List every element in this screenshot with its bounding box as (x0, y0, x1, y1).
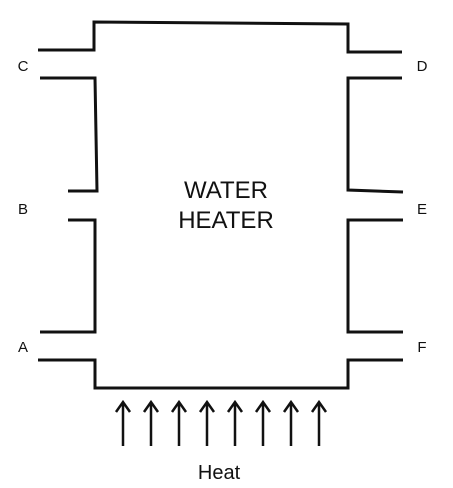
heat-arrow-icon (226, 399, 244, 446)
tank-outline (38, 20, 404, 390)
port-label-a: A (18, 339, 28, 356)
port-label-e: E (417, 201, 427, 218)
heat-arrows (114, 399, 328, 446)
tank-top-wall (38, 20, 402, 54)
port-labels: C B A D E F (18, 58, 428, 356)
right-wall-lower (346, 218, 403, 334)
port-label-d: D (417, 58, 428, 75)
heat-arrow-icon (170, 399, 188, 446)
heat-arrow-icon (198, 399, 216, 446)
left-wall-upper (40, 76, 99, 193)
heat-arrow-icon (254, 399, 272, 446)
heat-arrow-icon (310, 399, 328, 446)
heat-arrow-icon (282, 399, 300, 446)
heat-label: Heat (198, 462, 241, 484)
heat-arrow-icon (114, 399, 132, 446)
heat-arrow-icon (142, 399, 160, 446)
tank-title: WATER HEATER (178, 177, 274, 234)
tank-bottom-wall (38, 358, 403, 390)
port-label-c: C (18, 58, 29, 75)
tank-title-line1: WATER (184, 177, 268, 204)
right-wall-upper (346, 76, 404, 194)
left-wall-lower (40, 218, 97, 334)
tank-title-line2: HEATER (178, 207, 274, 234)
port-label-b: B (18, 201, 28, 218)
port-label-f: F (417, 339, 426, 356)
